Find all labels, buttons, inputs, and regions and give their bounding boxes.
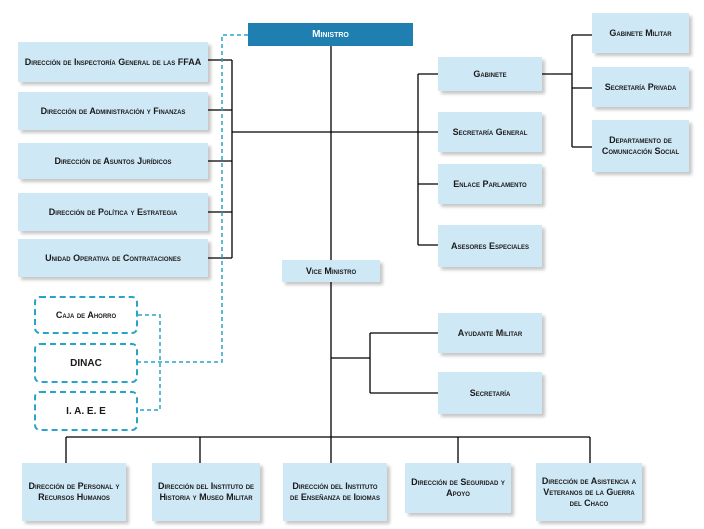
bottom-unit-label: Dirección de Personal y Recursos Humanos	[28, 481, 120, 502]
bottom-unit-label: Dirección del Instituto de Enseñanza de …	[289, 481, 380, 502]
right-unit-label: Enlace Parlamento	[453, 178, 527, 189]
vice-unit-secretaria[interactable]: Secretaría	[438, 372, 542, 414]
right-unit-secretaria-general[interactable]: Secretaría General	[438, 112, 542, 152]
left-unit-label: Dirección de Inspectoría General de las …	[24, 56, 202, 67]
vice-unit-ayudante-militar[interactable]: Ayudante Militar	[438, 313, 542, 353]
bottom-unit-historia-museo[interactable]: Dirección del Instituto de Historia y Mu…	[152, 463, 260, 521]
gabinete-unit-label: Secretaría Privada	[604, 81, 677, 92]
dashed-unit-label: DINAC	[70, 357, 102, 369]
gabinete-unit-label: Departamento de Comunicación Social	[601, 135, 680, 156]
ministro-label: Ministro	[312, 29, 349, 40]
bottom-unit-label: Dirección del Instituto de Historia y Mu…	[157, 481, 255, 502]
right-unit-label: Gabinete	[473, 68, 507, 79]
gabinete-unit-comunicacion-social[interactable]: Departamento de Comunicación Social	[592, 120, 689, 172]
bottom-unit-seguridad-apoyo[interactable]: Dirección de Seguridad y Apoyo	[405, 463, 511, 513]
left-unit-label: Dirección de Administración y Finanzas	[40, 105, 186, 116]
dashed-unit-dinac[interactable]: DINAC	[34, 343, 138, 383]
bottom-unit-veteranos[interactable]: Dirección de Asistencia a Veteranos de l…	[536, 463, 642, 521]
bottom-unit-label: Dirección de Asistencia a Veteranos de l…	[541, 475, 637, 508]
right-unit-gabinete[interactable]: Gabinete	[438, 57, 542, 91]
dashed-unit-label: I. A. E. E	[66, 405, 106, 417]
dashed-unit-label: Caja de Ahorro	[55, 309, 117, 320]
bottom-unit-idiomas[interactable]: Dirección del Instituto de Enseñanza de …	[283, 463, 387, 521]
right-unit-enlace-parlamento[interactable]: Enlace Parlamento	[438, 164, 542, 204]
left-unit-contrataciones[interactable]: Unidad Operativa de Contrataciones	[18, 239, 208, 277]
gabinete-unit-label: Gabinete Militar	[609, 27, 672, 38]
ministro-box[interactable]: Ministro	[248, 23, 413, 46]
vice-ministro-label: Vice Ministro	[305, 265, 357, 276]
left-unit-label: Dirección de Política y Estrategia	[48, 206, 178, 217]
vice-ministro-box[interactable]: Vice Ministro	[282, 260, 380, 282]
left-unit-inspectoria[interactable]: Dirección de Inspectoría General de las …	[18, 42, 208, 82]
gabinete-unit-secretaria-privada[interactable]: Secretaría Privada	[592, 67, 689, 107]
left-unit-label: Unidad Operativa de Contrataciones	[45, 252, 181, 263]
left-unit-politica-estrategia[interactable]: Dirección de Política y Estrategia	[18, 193, 208, 231]
bottom-unit-personal[interactable]: Dirección de Personal y Recursos Humanos	[22, 463, 126, 521]
gabinete-unit-militar[interactable]: Gabinete Militar	[592, 13, 689, 53]
right-unit-label: Asesores Especiales	[450, 240, 530, 251]
left-unit-administracion[interactable]: Dirección de Administración y Finanzas	[18, 92, 208, 130]
bottom-unit-label: Dirección de Seguridad y Apoyo	[411, 477, 505, 498]
right-unit-asesores-especiales[interactable]: Asesores Especiales	[438, 225, 542, 267]
left-unit-label: Dirección de Asuntos Jurídicos	[54, 155, 172, 166]
right-unit-label: Secretaría General	[452, 126, 528, 137]
vice-unit-label: Secretaría	[469, 387, 511, 398]
dashed-unit-iaee[interactable]: I. A. E. E	[34, 391, 138, 431]
dashed-unit-caja-ahorro[interactable]: Caja de Ahorro	[34, 296, 138, 334]
left-unit-asuntos-juridicos[interactable]: Dirección de Asuntos Jurídicos	[18, 143, 208, 179]
vice-unit-label: Ayudante Militar	[457, 327, 523, 338]
